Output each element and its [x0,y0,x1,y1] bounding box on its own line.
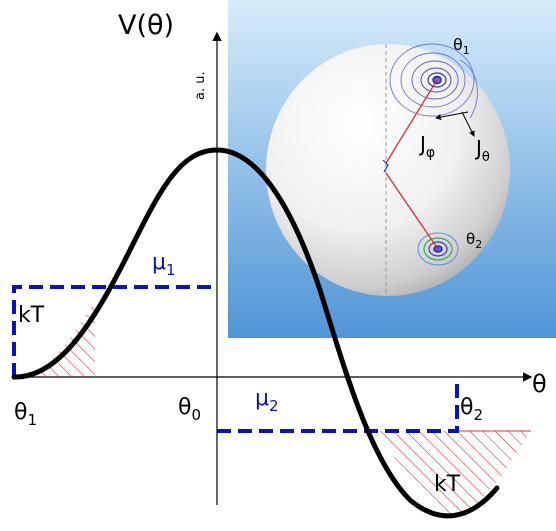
mu2-label: μ2 [255,386,279,415]
j-phi-label: Jφ [418,132,435,161]
contour-theta2 [417,232,459,266]
potential-label: V(θ) [118,10,174,41]
kt-left-label: kT [18,303,45,328]
theta1-label: θ1 [14,400,37,429]
mu1-label: μ1 [152,250,176,279]
sphere-theta2-label: θ2 [466,230,482,251]
mu2-level-line [217,377,459,433]
sphere-theta1-label: θ1 [453,35,470,57]
kt-right-label: kT [434,472,461,497]
j-theta-label: Jθ [474,136,490,165]
potential-curve [11,147,500,519]
mu1-level-line [12,285,217,377]
sphere [266,44,510,296]
sphere-illustration: θ1 θ2 Jφ Jθ [266,35,510,296]
theta-axis-label: θ [532,370,547,398]
red-vector-upper [385,79,438,164]
j-theta-arrow [461,111,475,137]
kt-left-hatch [14,300,95,377]
units-label: a. u. [193,71,208,100]
kt-right-hatch [375,431,531,521]
theta0-label: θ0 [178,395,201,424]
red-vector-lower [385,172,439,250]
theta2-label: θ2 [460,395,483,424]
